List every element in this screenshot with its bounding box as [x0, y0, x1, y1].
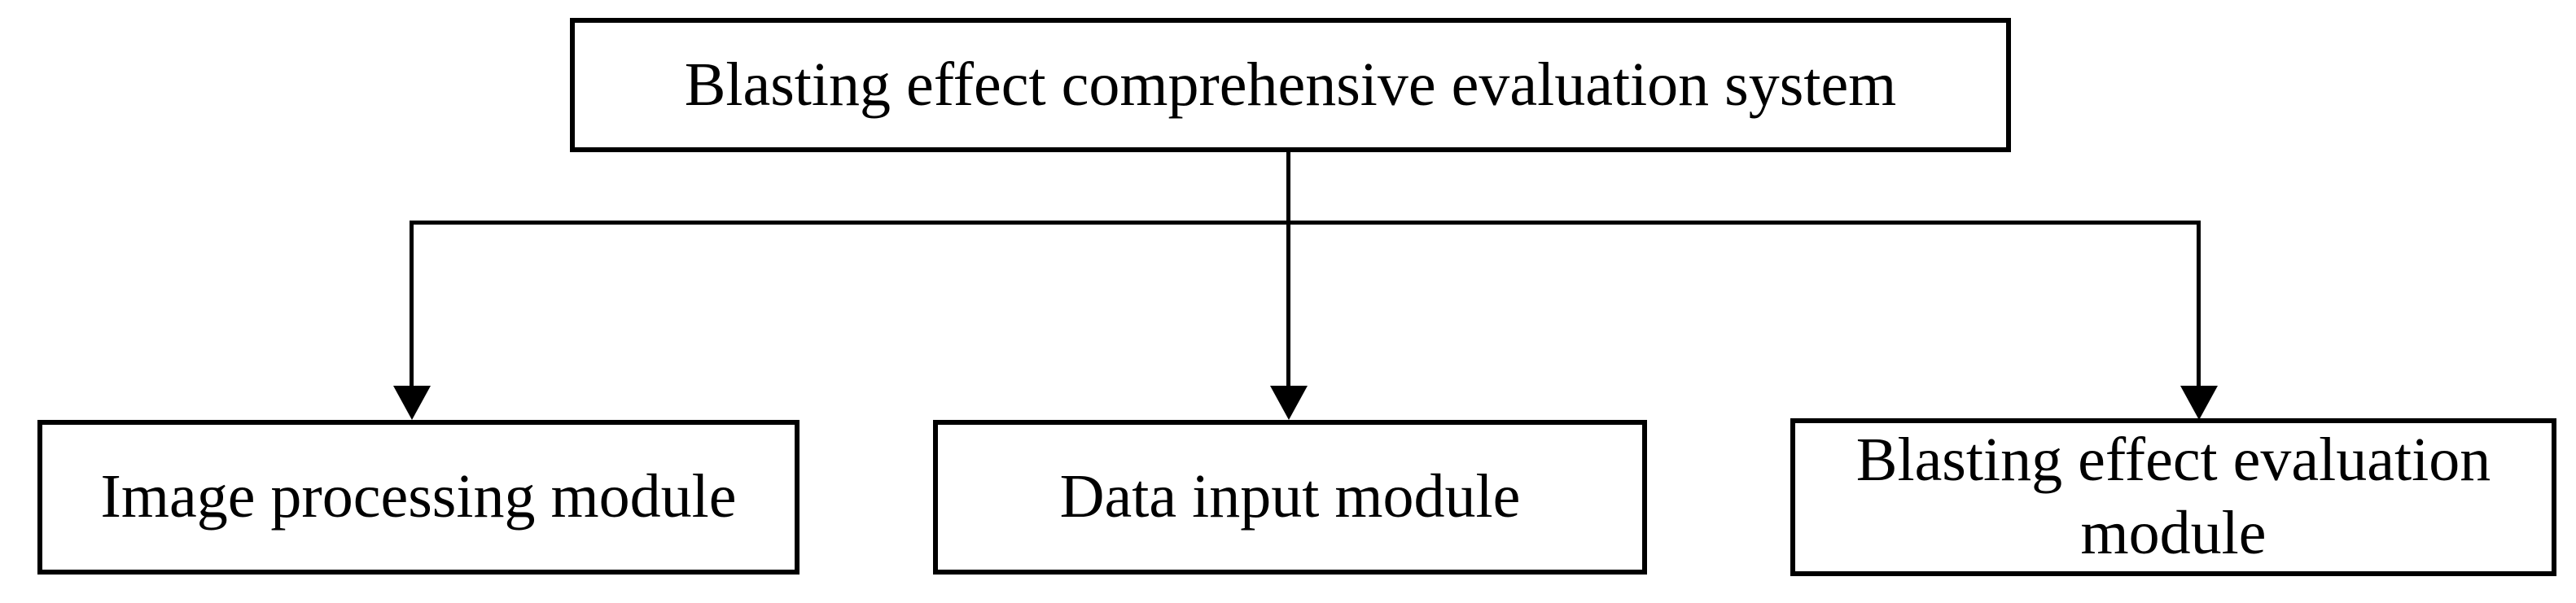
arrow-down-icon [2180, 386, 2218, 420]
module-node-data-input: Data input module [933, 420, 1647, 575]
module-node-image-processing: Image processing module [37, 420, 800, 575]
connector-right-stem [2197, 221, 2201, 387]
root-node-blasting-evaluation-system: Blasting effect comprehensive evaluation… [570, 18, 2011, 152]
arrow-down-icon [1270, 386, 1308, 420]
arrow-down-icon [393, 386, 431, 420]
connector-middle-stem [1286, 221, 1290, 387]
module-node-blasting-effect-evaluation: Blasting effect evaluation module [1790, 418, 2556, 576]
connector-left-stem [410, 221, 414, 387]
module-node-label: Blasting effect evaluation module [1855, 426, 2491, 567]
connector-root-stem [1286, 151, 1290, 224]
connector-horizontal-rail [411, 221, 2201, 225]
module-node-label: Image processing module [100, 462, 737, 531]
root-node-label: Blasting effect comprehensive evaluation… [684, 50, 1897, 119]
module-node-label: Data input module [1059, 462, 1521, 531]
